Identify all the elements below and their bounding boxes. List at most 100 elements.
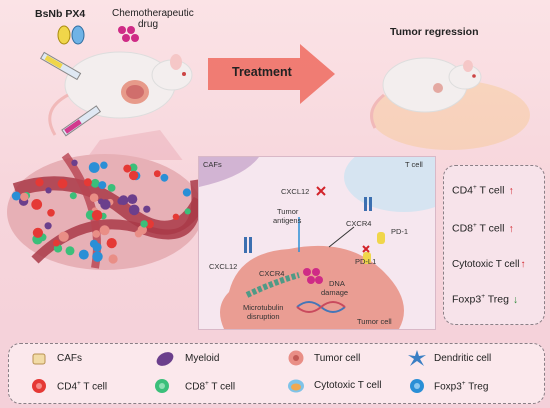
tissue-cell (129, 163, 138, 172)
tissue-cell (92, 251, 103, 262)
mech-tcell: T cell (405, 160, 423, 169)
down-arrow-icon: ↓ (512, 293, 519, 306)
cafs-icon (32, 353, 46, 365)
legend-cytotoxic: Cytotoxic T cell (314, 380, 382, 391)
effect-foxp3: Foxp3+ Treg↓ (452, 293, 519, 306)
tissue-cell (90, 178, 100, 188)
effect-cd8: CD8+ T cell↑ (452, 222, 514, 235)
mech-cxcr4-top: CXCR4 (346, 219, 372, 228)
up-arrow-icon: ↑ (508, 184, 514, 197)
cd4-tcell-icon (32, 379, 46, 393)
syringe-bottom (61, 105, 102, 137)
tissue-cell (106, 238, 117, 249)
tissue-cell (83, 178, 92, 187)
tissue-cell (58, 231, 69, 242)
tissue-cell (65, 246, 75, 256)
treg-icon (410, 379, 424, 393)
tissue-cell (108, 254, 118, 264)
mechanism-art (199, 157, 435, 329)
tissue-cell (123, 164, 132, 173)
tissue-cell (99, 225, 110, 236)
mechanism-panel: CAFs T cell CXCL12 CXCR4 Tumor antigens … (198, 156, 436, 330)
mech-dna-2: damage (321, 288, 349, 297)
legend-tumor: Tumor cell (314, 353, 361, 364)
cytotoxic-tcell-icon (288, 379, 304, 393)
tissue-cell (88, 162, 100, 173)
drug-icon (118, 26, 139, 42)
tumor-cell-icon (288, 350, 304, 366)
bsnb-icon (57, 25, 85, 45)
mech-microtubulin-1: Microtubulin (243, 303, 284, 312)
dendritic-cell-icon (408, 350, 426, 366)
tumor-tissue (7, 152, 205, 270)
tissue-cell (45, 187, 52, 194)
tissue-cell (57, 178, 68, 189)
mech-pdl1: PD-L1 (355, 257, 377, 266)
tissue-cell (92, 242, 102, 252)
treatment-label: Treatment (232, 65, 292, 79)
tissue-cell (143, 205, 151, 213)
mech-cxcl12-top: CXCL12 (281, 187, 310, 196)
mech-cxcl12-left: CXCL12 (209, 262, 238, 271)
tissue-cell (47, 209, 55, 217)
mouse-after (370, 57, 482, 129)
drug-label-1: Chemotherapeutic (112, 8, 194, 19)
tissue-cell (69, 192, 77, 200)
tissue-cell (160, 173, 169, 182)
legend-myeloid: Myeloid (185, 353, 220, 364)
tissue-cell (11, 191, 21, 201)
tissue-cell (118, 195, 129, 206)
legend-dendritic: Dendritic cell (434, 353, 492, 364)
tissue-cell (128, 204, 140, 216)
legend: CAFs Myeloid Tumor cell Dendritic cell C… (8, 343, 545, 404)
tissue-cell (71, 159, 78, 166)
treatment-arrow (208, 44, 335, 104)
tissue-cell (98, 181, 107, 190)
tissue-cell (91, 210, 103, 221)
mech-cxcr4-mid: CXCR4 (259, 269, 285, 278)
syringe-top (39, 51, 82, 81)
tissue-cell (107, 184, 116, 192)
tissue-cell (100, 199, 111, 210)
outcome-label: Tumor regression (390, 26, 479, 38)
tissue-cell (172, 213, 180, 220)
mech-tumor-cell: Tumor cell (357, 317, 392, 326)
tissue-cell (20, 192, 29, 202)
up-arrow-icon: ↑ (520, 259, 526, 270)
up-arrow-icon: ↑ (508, 222, 514, 235)
tissue-cell (35, 178, 44, 187)
tissue-cell (44, 222, 52, 230)
tissue-cell (89, 193, 99, 202)
tissue-cell (31, 199, 43, 210)
legend-cd4: CD4+ T cell (57, 380, 108, 393)
top-illustration (39, 25, 530, 160)
tissue-cell (182, 188, 191, 197)
tissue-cell (153, 170, 161, 178)
mech-pd1: PD-1 (391, 227, 409, 236)
mech-tumor-antigens-2: antigens (273, 216, 302, 225)
myeloid-icon (156, 352, 174, 366)
tissue-cell (92, 230, 101, 238)
tissue-cell (53, 239, 60, 247)
drug-label-2: drug (138, 19, 159, 30)
mech-cafs: CAFs (203, 160, 222, 169)
tissue-cell (140, 220, 148, 228)
legend-foxp3: Foxp3+ Treg (434, 380, 489, 393)
zoom-cone (85, 130, 183, 160)
cd8-tcell-icon (155, 379, 169, 393)
legend-cafs: CAFs (57, 353, 82, 364)
mouse-before (48, 51, 193, 136)
mech-dna-1: DNA (329, 279, 345, 288)
tissue-cell (32, 227, 43, 238)
legend-cd8: CD8+ T cell (185, 380, 236, 393)
effects-panel: CD4+ T cell↑ CD8+ T cell↑ Cytotoxic T ce… (443, 165, 545, 325)
tissue-cell (184, 208, 191, 215)
tissue-cell (100, 161, 108, 169)
effect-cd4: CD4+ T cell↑ (452, 184, 514, 197)
tissue-cell (127, 194, 138, 204)
mech-microtubulin-2: disruption (247, 312, 280, 321)
bsnb-label: BsNb PX4 (35, 8, 86, 20)
tissue-cell (145, 219, 154, 229)
tissue-cell (78, 249, 89, 260)
mech-tumor-antigens-1: Tumor (277, 207, 299, 216)
